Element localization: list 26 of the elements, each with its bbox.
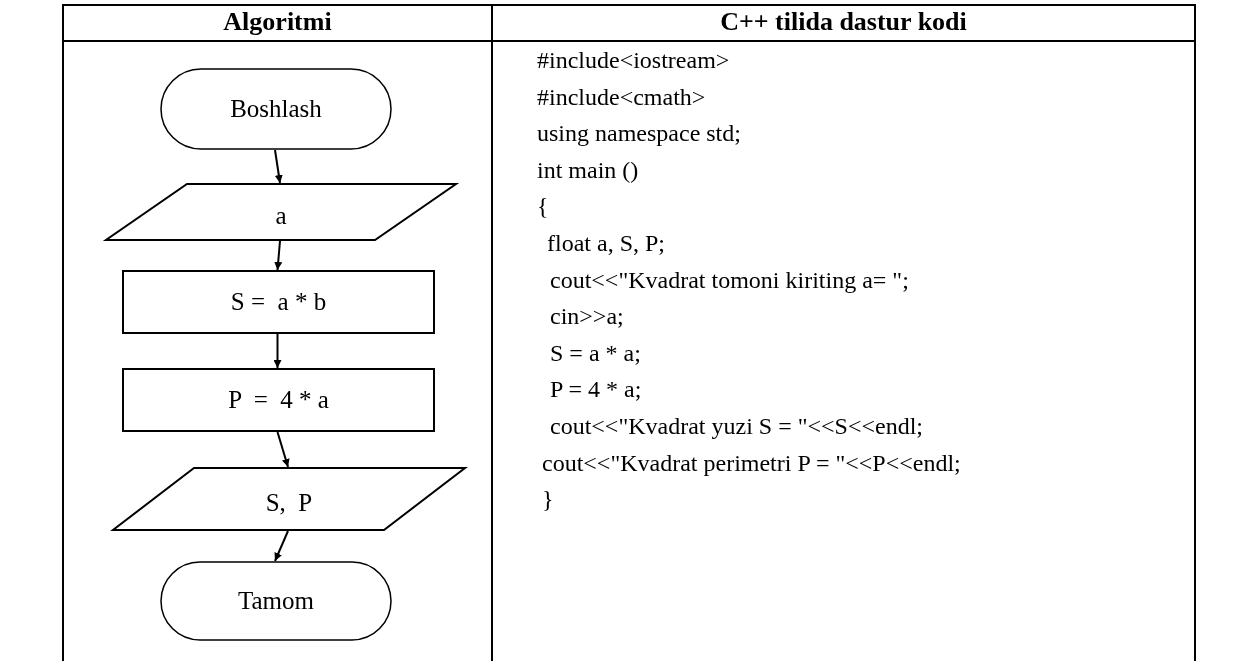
code-line: using namespace std;: [537, 119, 741, 148]
code-line: cin>>a;: [550, 302, 624, 331]
arrow: [273, 333, 282, 369]
input-output-parallelogram: a: [105, 183, 457, 241]
arrow: [274, 149, 283, 184]
code-line: cout<<"Kvadrat perimetri P = "<<P<<endl;: [542, 448, 961, 477]
process-box: P = 4 * a: [122, 368, 435, 432]
column-header: C++ tilida dastur kodi: [719, 7, 968, 37]
terminal-shape: Boshlash: [160, 68, 392, 150]
code-line: P = 4 * a;: [550, 375, 642, 404]
arrow: [276, 431, 290, 468]
column-header: Algoritmi: [222, 7, 333, 37]
input-output-parallelogram: S, P: [112, 467, 466, 531]
code-line: }: [542, 485, 554, 514]
code-line: #include<iostream>: [537, 46, 730, 74]
code-line: int main (): [537, 155, 639, 184]
process-box: S = a * b: [122, 270, 435, 334]
code-line: {: [537, 192, 549, 221]
terminal-shape: Tamom: [160, 561, 392, 641]
code-line: float a, S, P;: [547, 229, 665, 257]
code-line: S = a * a;: [550, 338, 641, 367]
code-line: #include<cmath>: [537, 82, 706, 111]
arrow: [274, 240, 283, 271]
code-line: cout<<"Kvadrat tomoni kiriting a= ";: [550, 265, 909, 294]
arrow: [274, 530, 289, 562]
code-line: cout<<"Kvadrat yuzi S = "<<S<<endl;: [550, 412, 923, 440]
